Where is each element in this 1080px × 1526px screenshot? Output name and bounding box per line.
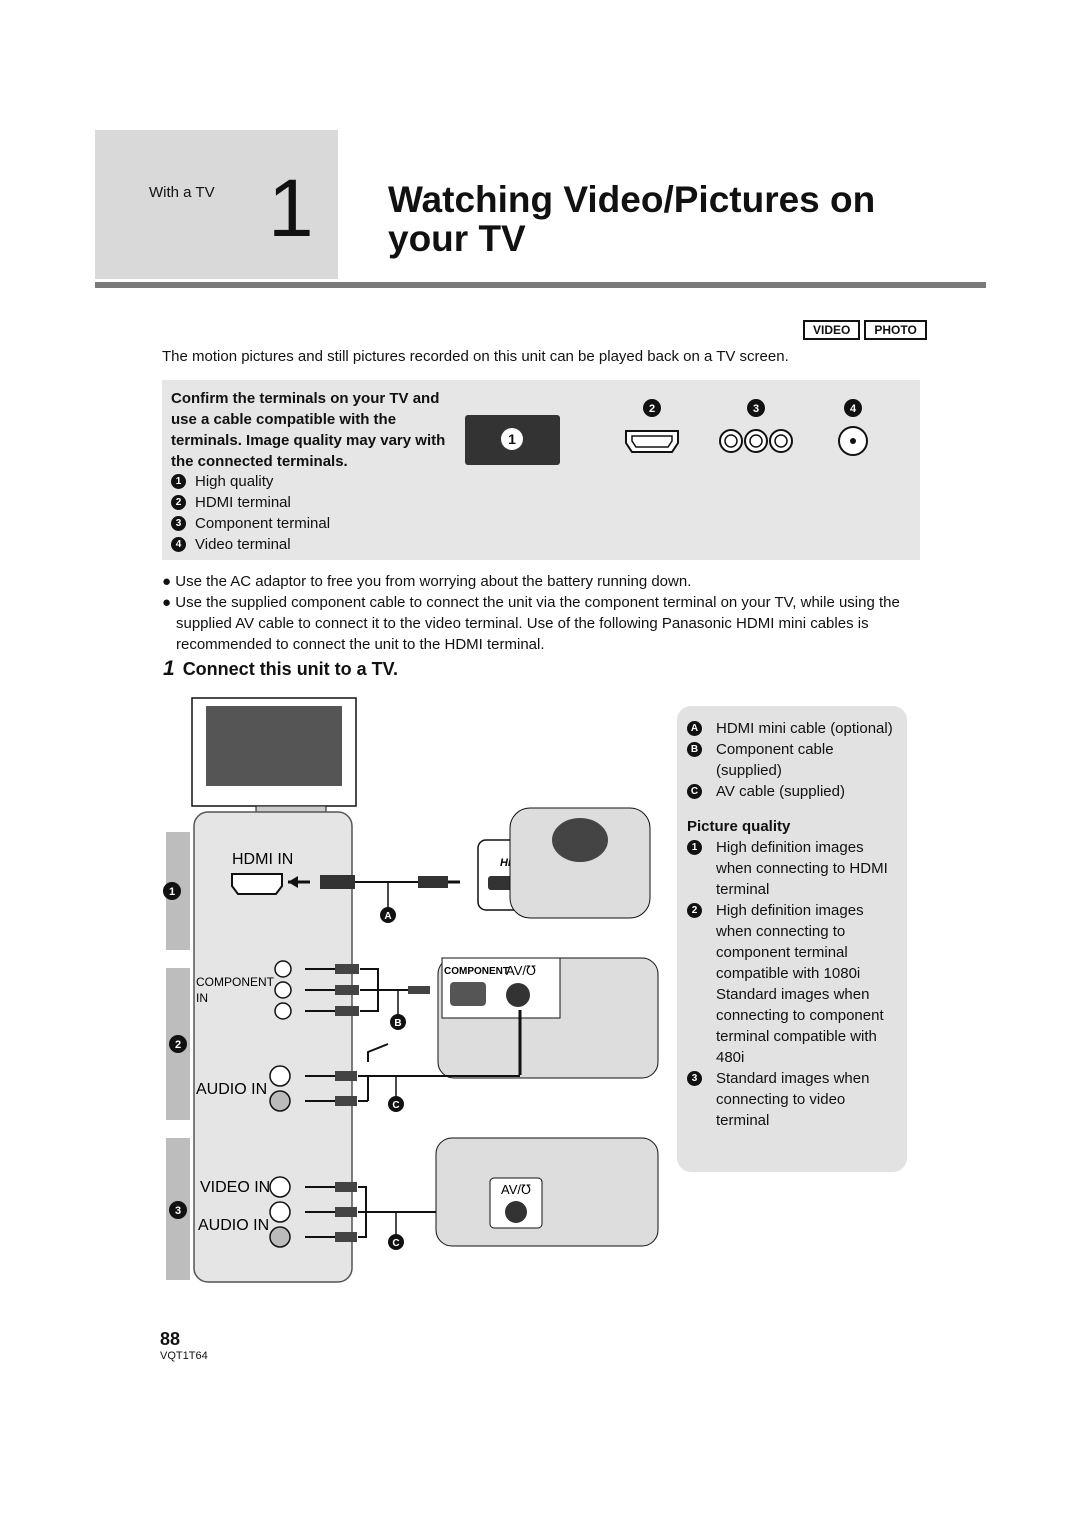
notes-list: ● Use the AC adaptor to free you from wo…	[162, 571, 922, 655]
cable-a-badge-icon: A	[380, 907, 396, 923]
legend-label: Video terminal	[195, 536, 291, 553]
section-1-badge-icon: 1	[163, 882, 181, 900]
badge-icon: C	[687, 784, 702, 799]
audio-in-label: AUDIO IN	[196, 1081, 267, 1098]
mode-photo-badge: PHOTO	[864, 320, 927, 340]
tv-hdmi-port-icon	[231, 873, 283, 895]
legend-item: 4 Video terminal	[171, 534, 330, 555]
chapter-tab	[95, 130, 338, 279]
high-quality-box: 1	[465, 415, 560, 465]
note-item: ● Use the AC adaptor to free you from wo…	[162, 573, 692, 590]
note-item: ● Use the supplied component cable to co…	[162, 594, 900, 653]
step-number: 1	[163, 657, 175, 680]
mode-video-badge: VIDEO	[803, 320, 861, 340]
mode-badges: VIDEO PHOTO	[803, 320, 927, 340]
badge-icon: 1	[171, 474, 186, 489]
tv-audio-jacks-icon	[269, 1065, 291, 1112]
cable-c-badge-icon: C	[388, 1234, 404, 1250]
legend-label: HDMI terminal	[195, 494, 291, 511]
svg-text:3: 3	[753, 403, 759, 415]
chapter-tab-label: With a TV	[149, 184, 215, 201]
title-rule	[95, 282, 986, 288]
page-number: 88	[160, 1329, 181, 1349]
camera-av-label-2: AV/℧	[501, 1182, 531, 1197]
hdmi-in-label: HDMI IN	[232, 851, 293, 868]
cable-b-badge-icon: B	[390, 1014, 406, 1030]
legend-label: High quality	[195, 473, 274, 490]
badge-icon: 1	[687, 840, 702, 855]
svg-text:2: 2	[175, 1039, 181, 1051]
svg-text:IN: IN	[196, 991, 208, 1005]
connection-diagram: 1 2 3 HDMI IN A HDMI COMPONENT IN B COMP…	[163, 697, 659, 1283]
svg-text:B: B	[394, 1018, 401, 1029]
tv-component-jacks-icon	[274, 960, 292, 1020]
svg-text:C: C	[392, 1238, 399, 1249]
legend-item: 3 Component terminal	[171, 513, 330, 534]
tv-rear-panel	[193, 811, 353, 1283]
component-in-label: COMPONENT	[196, 975, 275, 989]
badge-icon: A	[687, 721, 702, 736]
camcorder-rear-icon	[435, 1137, 659, 1247]
section-2-badge-icon: 2	[169, 1035, 187, 1053]
badge-icon: 4	[171, 537, 186, 552]
section-3-badge-icon: 3	[169, 1201, 187, 1219]
tv-illustration	[191, 697, 357, 817]
audio-in-label-2: AUDIO IN	[198, 1217, 269, 1234]
cable-legend-panel	[677, 706, 907, 1172]
svg-text:1: 1	[169, 886, 175, 898]
cable-c-badge-icon: C	[388, 1096, 404, 1112]
video-in-label: VIDEO IN	[200, 1179, 270, 1196]
terminals-heading: Confirm the terminals on your TV and use…	[171, 390, 446, 470]
page-title: Watching Video/Pictures on your TV	[388, 180, 875, 258]
badge-icon: B	[687, 742, 702, 757]
chapter-number: 1	[268, 163, 314, 254]
video-terminal-icon: 4	[838, 399, 868, 456]
svg-text:A: A	[384, 911, 391, 922]
legend-item: 2 HDMI terminal	[171, 492, 330, 513]
title-line-1: Watching Video/Pictures on	[388, 179, 876, 220]
intro-text: The motion pictures and still pictures r…	[162, 348, 789, 365]
terminal-icons: 2 3 4	[625, 399, 868, 456]
step-heading: 1 Connect this unit to a TV.	[163, 657, 398, 681]
picture-quality-heading: Picture quality	[687, 818, 791, 835]
camera-component-label: COMPONENT	[444, 966, 509, 977]
legend-item: 1 High quality	[171, 471, 330, 492]
document-code: VQT1T64	[160, 1350, 208, 1362]
badge-icon: 3	[687, 1071, 702, 1086]
svg-text:4: 4	[850, 403, 857, 415]
badge-icon: 2	[171, 495, 186, 510]
svg-text:3: 3	[175, 1205, 181, 1217]
tv-video-audio-jacks-icon	[269, 1176, 291, 1248]
svg-text:C: C	[392, 1100, 399, 1111]
terminals-panel	[162, 380, 920, 560]
badge-icon: 3	[171, 516, 186, 531]
badge-icon: 2	[687, 903, 702, 918]
svg-text:2: 2	[649, 403, 655, 415]
component-terminal-icon: 3	[719, 399, 793, 453]
terminals-legend: 1 High quality 2 HDMI terminal 3 Component …	[171, 471, 330, 555]
step-text: Connect this unit to a TV.	[182, 659, 399, 679]
hdmi-terminal-icon: 2	[625, 399, 679, 453]
camcorder-top-icon	[509, 807, 651, 919]
title-line-2: your TV	[388, 218, 526, 259]
legend-label: Component terminal	[195, 515, 331, 532]
camera-av-label: AV/℧	[506, 963, 536, 978]
badge-icon: 1	[501, 428, 523, 450]
